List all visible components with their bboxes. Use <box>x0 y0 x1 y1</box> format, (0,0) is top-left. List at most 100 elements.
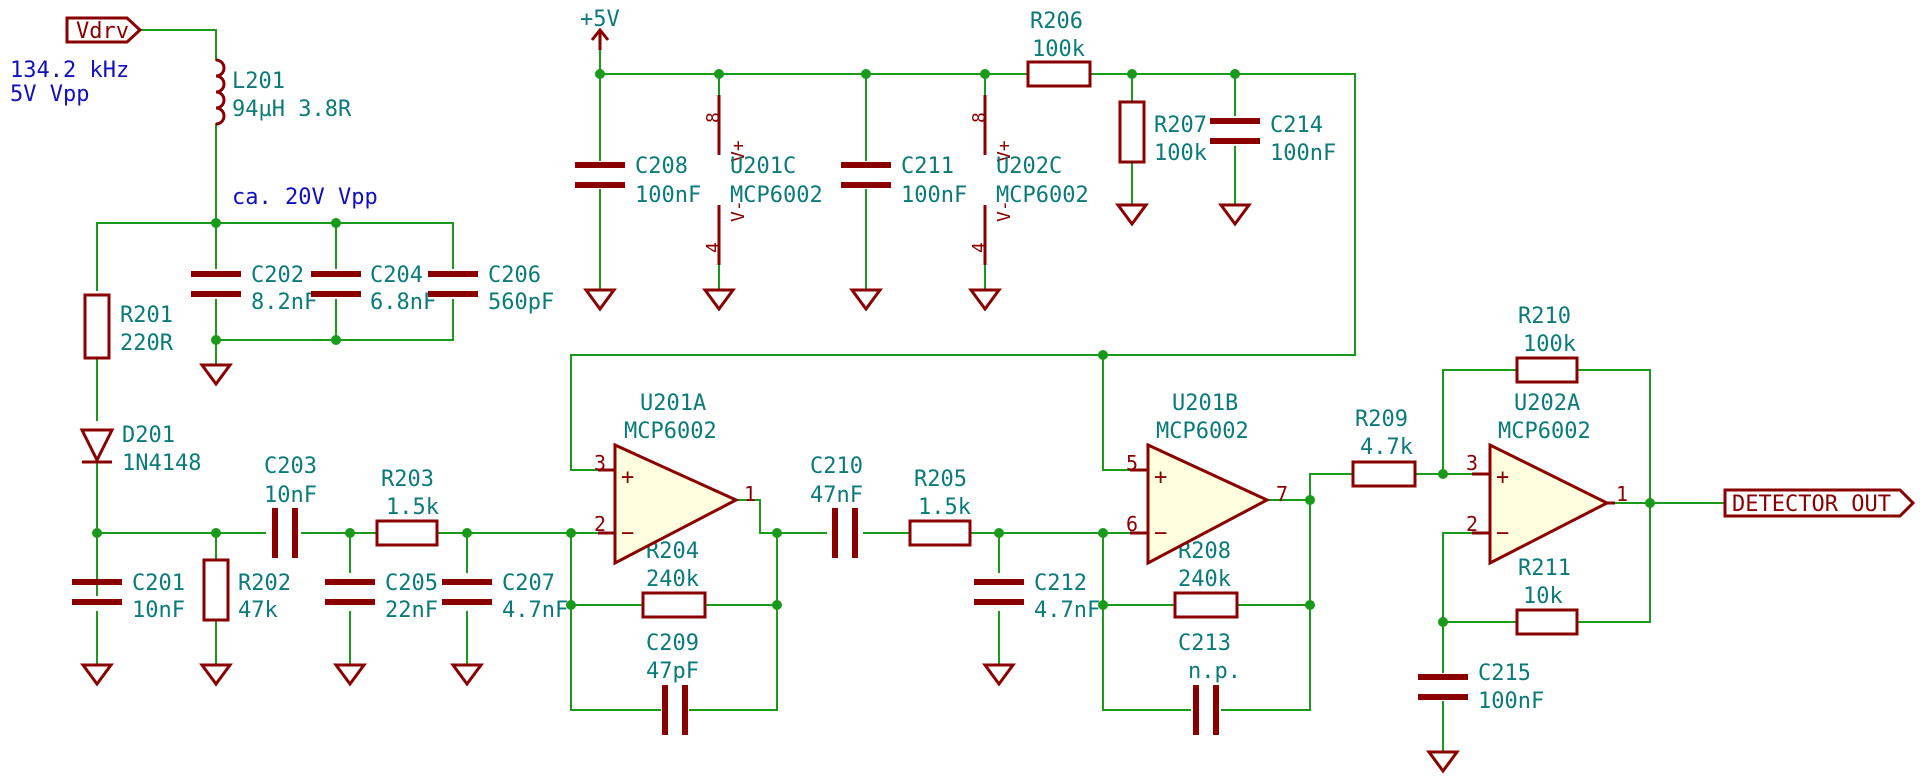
capacitor-c205: C205 22nF <box>325 571 438 623</box>
wires <box>96 29 1726 753</box>
svg-text:C212: C212 <box>1034 571 1087 596</box>
svg-text:1N4148: 1N4148 <box>122 451 201 476</box>
junction-dots <box>92 69 1655 627</box>
svg-text:C207: C207 <box>502 571 555 596</box>
svg-text:U201A: U201A <box>640 391 706 416</box>
diode-d201: D201 1N4148 <box>79 423 201 476</box>
svg-text:4.7k: 4.7k <box>1360 435 1413 460</box>
svg-text:5: 5 <box>1126 451 1138 475</box>
resistor-r210: R210 100k <box>1515 304 1579 384</box>
resistor-r208: R208 240k <box>1173 539 1239 619</box>
svg-text:C204: C204 <box>370 263 423 288</box>
svg-text:2: 2 <box>594 512 606 536</box>
svg-text:94µH 3.8R: 94µH 3.8R <box>232 97 352 122</box>
inductor-l201: L201 94µH 3.8R <box>215 58 352 126</box>
svg-text:R202: R202 <box>238 571 291 596</box>
vdrv-label: Vdrv <box>65 16 143 44</box>
capacitor-c211: C211 100nF <box>841 154 967 208</box>
capacitor-c204: C204 6.8nF <box>311 263 436 315</box>
resistor-r202: R202 47k <box>202 558 291 623</box>
svg-text:R207: R207 <box>1154 113 1207 138</box>
svg-text:8.2nF: 8.2nF <box>251 290 317 315</box>
svg-text:1.5k: 1.5k <box>386 495 439 520</box>
resistor-r205: R205 1.5k <box>908 467 972 547</box>
svg-text:+5V: +5V <box>580 7 620 32</box>
svg-text:8: 8 <box>703 112 724 123</box>
capacitor-c215: C215 100nF <box>1418 661 1544 714</box>
svg-text:R211: R211 <box>1518 556 1571 581</box>
svg-text:6.8nF: 6.8nF <box>370 290 436 315</box>
svg-text:100k: 100k <box>1032 37 1085 62</box>
svg-text:Vdrv: Vdrv <box>76 19 129 44</box>
svg-text:MCP6002: MCP6002 <box>996 183 1089 208</box>
opamp-u202c-power: 8 4 V+ V- U202C MCP6002 <box>969 95 1089 265</box>
capacitor-c214: C214 100nF <box>1210 113 1336 166</box>
svg-text:V+: V+ <box>994 140 1015 162</box>
svg-text:D201: D201 <box>122 423 175 448</box>
resistor-r211: R211 10k <box>1515 556 1579 636</box>
svg-text:C215: C215 <box>1478 661 1531 686</box>
svg-text:C206: C206 <box>488 263 541 288</box>
svg-text:L201: L201 <box>232 69 285 94</box>
resistor-r206: R206 100k <box>1026 9 1092 88</box>
svg-text:R206: R206 <box>1030 9 1083 34</box>
svg-text:U202C: U202C <box>996 154 1062 179</box>
svg-text:+: + <box>621 465 634 490</box>
svg-text:C213: C213 <box>1178 631 1231 656</box>
svg-text:47nF: 47nF <box>810 483 863 508</box>
capacitor-c203: C203 10nF <box>264 454 317 558</box>
svg-text:10nF: 10nF <box>264 483 317 508</box>
note-amplitude: 5V Vpp <box>10 82 89 107</box>
capacitor-c208: C208 100nF <box>575 154 701 208</box>
svg-text:R209: R209 <box>1355 407 1408 432</box>
svg-text:240k: 240k <box>646 567 699 592</box>
resistor-r207: R207 100k <box>1118 100 1207 166</box>
svg-text:U202A: U202A <box>1514 391 1580 416</box>
detector-out-label: DETECTOR_OUT <box>1723 488 1916 518</box>
svg-text:C202: C202 <box>251 263 304 288</box>
svg-text:6: 6 <box>1126 512 1138 536</box>
svg-text:MCP6002: MCP6002 <box>1498 419 1591 444</box>
svg-text:4: 4 <box>703 242 724 253</box>
svg-text:1: 1 <box>1616 482 1628 506</box>
capacitor-c210: C210 47nF <box>810 454 863 558</box>
capacitor-c202: C202 8.2nF <box>191 263 317 315</box>
svg-text:1: 1 <box>744 482 756 506</box>
svg-text:C208: C208 <box>635 154 688 179</box>
svg-text:47pF: 47pF <box>646 659 699 684</box>
opamp-u201b: + − 5 6 7 U201B MCP6002 <box>1126 391 1288 566</box>
svg-text:C210: C210 <box>810 454 863 479</box>
svg-text:+: + <box>1154 465 1167 490</box>
svg-text:3: 3 <box>1466 451 1478 475</box>
svg-text:−: − <box>621 521 634 546</box>
svg-text:47k: 47k <box>238 598 278 623</box>
svg-text:MCP6002: MCP6002 <box>730 183 823 208</box>
svg-text:10nF: 10nF <box>132 598 185 623</box>
resistor-r204: R204 240k <box>641 539 707 619</box>
svg-text:R205: R205 <box>914 467 967 492</box>
svg-text:DETECTOR_OUT: DETECTOR_OUT <box>1732 492 1891 517</box>
svg-text:−: − <box>1154 521 1167 546</box>
svg-text:MCP6002: MCP6002 <box>624 419 717 444</box>
capacitor-c201: C201 10nF <box>72 571 185 623</box>
svg-text:220R: 220R <box>120 331 174 356</box>
svg-text:V+: V+ <box>728 140 749 162</box>
svg-text:240k: 240k <box>1178 567 1231 592</box>
svg-text:4: 4 <box>969 242 990 253</box>
svg-text:100nF: 100nF <box>635 183 701 208</box>
svg-text:100nF: 100nF <box>1270 141 1336 166</box>
opamp-u201c-power: 8 4 V+ V- U201C MCP6002 <box>703 95 823 265</box>
svg-text:100k: 100k <box>1523 332 1576 357</box>
svg-text:8: 8 <box>969 112 990 123</box>
capacitor-c206: C206 560pF <box>428 263 554 315</box>
resistor-r209: R209 4.7k <box>1351 407 1417 488</box>
svg-text:R210: R210 <box>1518 304 1571 329</box>
svg-text:−: − <box>1496 521 1509 546</box>
svg-text:100nF: 100nF <box>1478 689 1544 714</box>
svg-text:C214: C214 <box>1270 113 1323 138</box>
opamp-u201a: + − 3 2 1 U201A MCP6002 <box>594 391 756 566</box>
resistor-r201: R201 220R <box>83 293 174 360</box>
svg-text:100nF: 100nF <box>901 183 967 208</box>
svg-text:3: 3 <box>594 451 606 475</box>
svg-text:C209: C209 <box>646 631 699 656</box>
